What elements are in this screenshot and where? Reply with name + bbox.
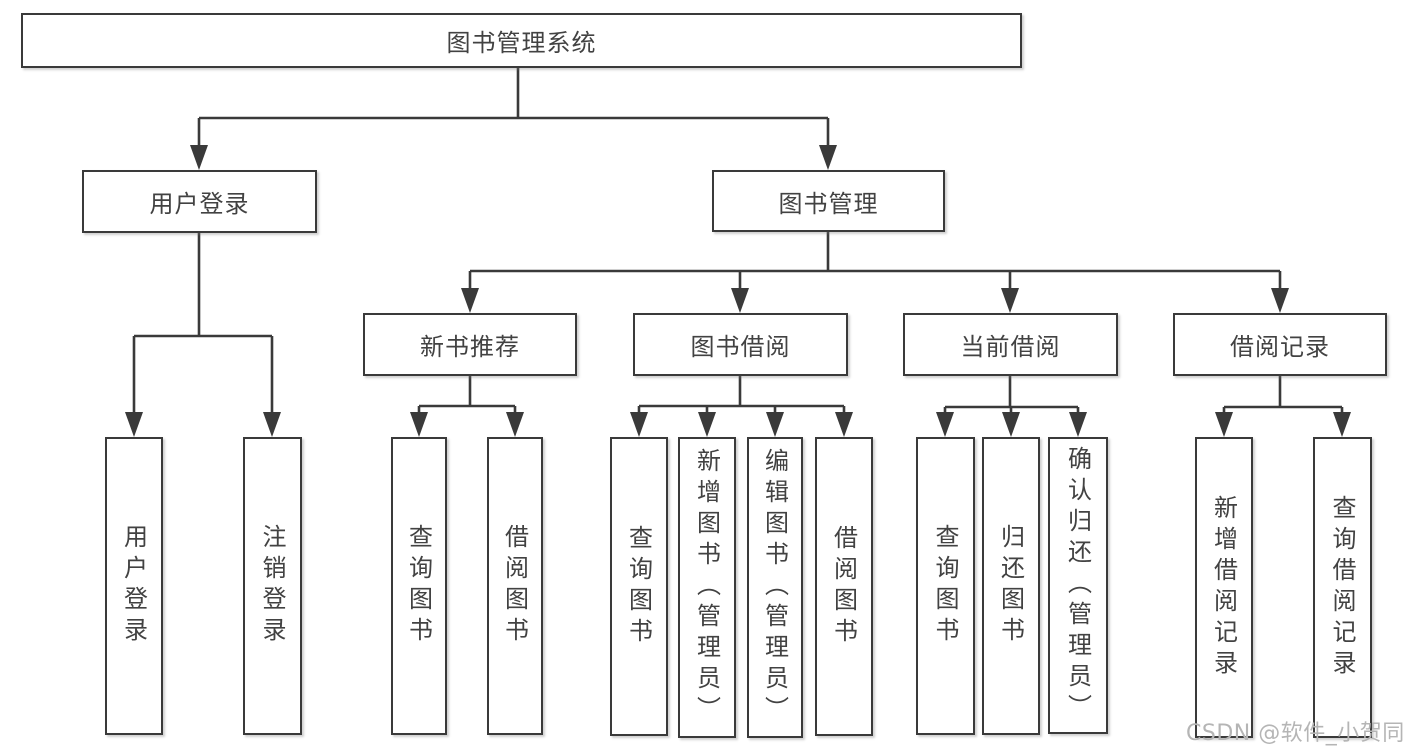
node-new-book-recommend: 新书推荐: [363, 313, 577, 376]
node-leaf-edit-books-admin: 编辑图书（管理员）: [747, 437, 803, 738]
csdn-watermark: CSDN @软件_小贺同学: [1186, 721, 1405, 746]
node-leaf-query-books-current: 查询图书: [916, 437, 975, 735]
node-current-borrowing: 当前借阅: [903, 313, 1118, 376]
node-book-management: 图书管理: [712, 170, 945, 232]
connector-stems: [132, 68, 1344, 418]
node-library-management-system: 图书管理系统: [21, 13, 1022, 68]
node-leaf-borrow-books-recommend: 借阅图书: [487, 437, 543, 735]
node-leaf-add-books-admin: 新增图书（管理员）: [678, 437, 736, 738]
node-leaf-query-books-borrow: 查询图书: [610, 437, 668, 736]
node-leaf-add-borrow-record: 新增借阅记录: [1195, 437, 1253, 738]
node-user-login: 用户登录: [82, 170, 317, 233]
node-leaf-query-books-recommend: 查询图书: [391, 437, 447, 735]
node-leaf-user-login: 用户登录: [105, 437, 163, 735]
node-leaf-return-books: 归还图书: [982, 437, 1040, 735]
node-leaf-logout: 注销登录: [243, 437, 302, 735]
node-leaf-confirm-return-admin: 确认归还（管理员）: [1048, 437, 1108, 734]
node-leaf-query-borrow-record: 查询借阅记录: [1313, 437, 1372, 738]
arrowhead-icons: [125, 145, 1351, 437]
node-book-borrowing: 图书借阅: [633, 313, 848, 376]
node-borrowing-records: 借阅记录: [1173, 313, 1387, 376]
node-leaf-borrow-books: 借阅图书: [815, 437, 873, 736]
